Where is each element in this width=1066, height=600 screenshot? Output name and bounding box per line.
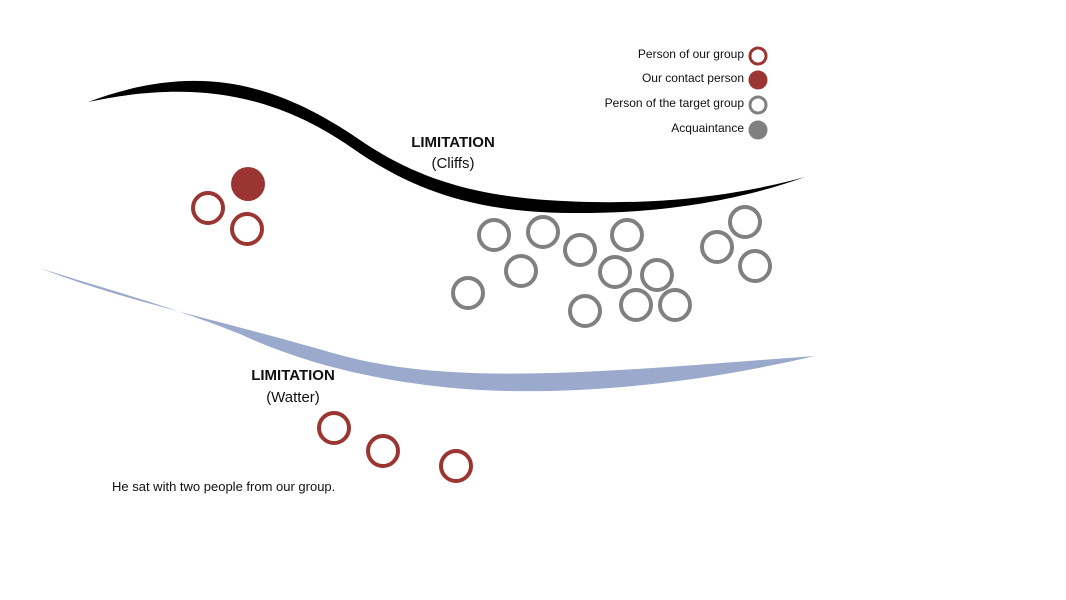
legend-contact-label: Our contact person [642,71,744,85]
legend-acquaintance-marker [748,120,768,140]
cliffs-limitation-subtitle: (Cliffs) [431,155,474,172]
target-group-person [728,205,762,239]
target-group-person [451,276,485,310]
target-group-person [658,288,692,322]
legend-contact-marker [748,70,768,90]
water-limitation-title: LIMITATION [251,367,335,384]
target-group-person [619,288,653,322]
target-group-person [598,255,632,289]
caption-text: He sat with two people from our group. [112,479,335,494]
legend-our-group-label: Person of our group [638,47,744,61]
our-group-person [366,434,400,468]
water-boundary [40,268,815,392]
our-group-lower-cluster [317,411,473,483]
our-group-cluster [191,167,265,246]
target-group-person [610,218,644,252]
target-group-cluster [451,205,772,328]
legend-our-group-marker [748,46,768,66]
legend: Person of our group Our contact person P… [605,46,768,140]
target-group-person [568,294,602,328]
our-group-person [230,212,264,246]
target-group-person [477,218,511,252]
target-group-person [700,230,734,264]
cliffs-limitation-title: LIMITATION [411,134,495,151]
cliffs-boundary [88,80,805,214]
target-group-person [526,215,560,249]
water-limitation-subtitle: (Watter) [266,389,320,406]
legend-target-label: Person of the target group [605,96,745,110]
target-group-person [504,254,538,288]
our-group-person [191,191,225,225]
legend-target-marker [748,95,768,115]
target-group-person [640,258,674,292]
our-group-person [439,449,473,483]
target-group-person [563,233,597,267]
target-group-person [738,249,772,283]
contact-person [231,167,265,201]
legend-acquaintance-label: Acquaintance [671,121,744,135]
our-group-person [317,411,351,445]
